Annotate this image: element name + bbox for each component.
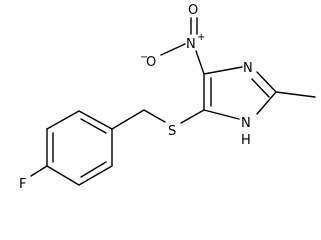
nitro-oxygen-left-label: O — [146, 55, 156, 70]
ring-nh-n-label: N — [241, 116, 251, 131]
bond-ring-ch2 — [111, 109, 145, 130]
bond-c2-n1 — [256, 91, 277, 115]
bond-ring-double-2 — [80, 161, 107, 178]
molecule-diagram: F S N N H N + O O − — [19, 3, 316, 192]
bond-n3-c2 — [256, 71, 277, 93]
nitro-nitrogen-charge: + — [197, 32, 205, 43]
benzene-ring — [46, 110, 113, 186]
imidazole-ring — [203, 66, 277, 120]
bond-c-f — [30, 165, 48, 177]
nitro-oxygen-left-charge: − — [140, 52, 148, 63]
ring-nitrogen-label: N — [243, 61, 253, 76]
bond-c4-n3 — [203, 66, 243, 75]
bond-ring-1 — [78, 110, 113, 130]
bond-c4-nitro — [195, 50, 205, 75]
bond-n-o-left — [160, 43, 186, 56]
sulfur-label: S — [168, 124, 176, 139]
ring-nh-h-label: H — [241, 133, 251, 148]
bond-c2-methyl — [275, 91, 316, 98]
bond-ring-4 — [46, 165, 80, 186]
nitro-nitrogen-label: N — [186, 37, 196, 52]
fluorine-label: F — [19, 177, 26, 192]
bond-ring-double-1 — [80, 118, 107, 134]
bond-ring-3 — [78, 165, 113, 186]
bond-s-c5 — [180, 109, 205, 124]
structure-svg: F S N N H N + O O − — [19, 3, 316, 192]
bond-n3-c2-double — [251, 78, 270, 98]
bond-n1-c5 — [203, 109, 240, 120]
bond-ring-6 — [46, 110, 80, 130]
nitro-oxygen-top-label: O — [188, 3, 198, 18]
bond-ch2-s — [143, 109, 166, 123]
